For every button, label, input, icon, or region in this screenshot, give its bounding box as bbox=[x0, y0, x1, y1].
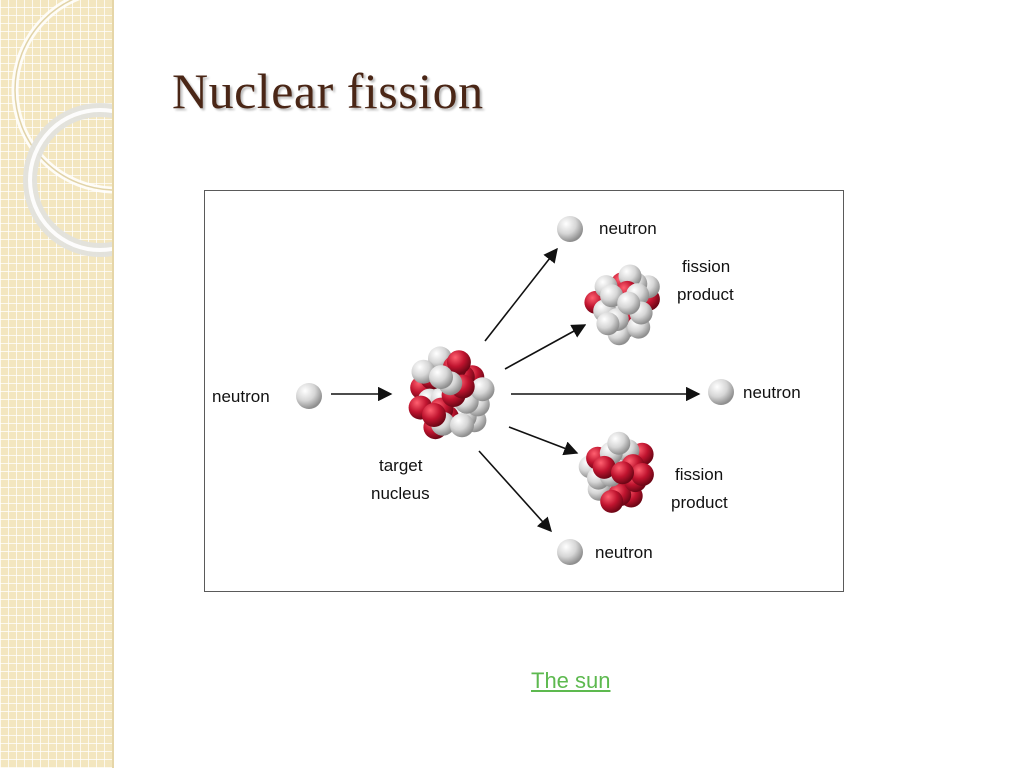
arrow-to-product-bottom bbox=[508, 426, 579, 456]
released-neutron-mid bbox=[708, 379, 734, 405]
fission-diagram-canvas: neutron target nucleus neutron fission p… bbox=[212, 216, 801, 565]
arrow-to-product-top bbox=[504, 324, 587, 370]
neutron-ball bbox=[596, 312, 620, 336]
incoming-neutron bbox=[296, 383, 322, 409]
label-target-line1: target bbox=[379, 456, 423, 475]
label-neutron-bottom: neutron bbox=[595, 543, 653, 562]
neutron-ball bbox=[429, 365, 453, 390]
label-product-bottom-line2: product bbox=[671, 493, 728, 512]
proton-ball bbox=[611, 461, 634, 485]
fission-product-top bbox=[584, 264, 660, 346]
label-target-line2: nucleus bbox=[371, 484, 430, 503]
fission-product-bottom bbox=[578, 431, 654, 513]
proton-ball bbox=[422, 403, 446, 427]
neutron-ball bbox=[617, 291, 641, 315]
label-product-bottom-line1: fission bbox=[675, 465, 723, 484]
neutron-ball bbox=[450, 413, 474, 438]
proton-ball bbox=[600, 489, 624, 513]
label-neutron-mid: neutron bbox=[743, 383, 801, 402]
slide-title: Nuclear fission bbox=[172, 63, 484, 119]
released-neutron-bottom bbox=[557, 539, 583, 565]
the-sun-link[interactable]: The sun bbox=[531, 668, 611, 693]
decorative-rings bbox=[11, 0, 112, 257]
neutron-ball bbox=[470, 377, 495, 402]
proton-ball bbox=[630, 463, 654, 486]
label-neutron-top: neutron bbox=[599, 219, 657, 238]
proton-ball bbox=[446, 350, 471, 375]
arrow-to-neutron-top bbox=[484, 247, 558, 342]
decorative-side-band bbox=[0, 0, 114, 768]
label-product-top-line2: product bbox=[677, 285, 734, 304]
arrow-to-neutron-bottom bbox=[478, 450, 552, 533]
target-nucleus bbox=[408, 346, 495, 440]
label-product-top-line1: fission bbox=[682, 257, 730, 276]
proton-ball bbox=[592, 455, 616, 479]
released-neutron-top bbox=[557, 216, 583, 242]
reaction-arrows bbox=[331, 247, 701, 533]
label-neutron-incoming: neutron bbox=[212, 387, 270, 406]
neutron-ball bbox=[607, 431, 631, 455]
fission-diagram: neutron target nucleus neutron fission p… bbox=[204, 190, 844, 592]
